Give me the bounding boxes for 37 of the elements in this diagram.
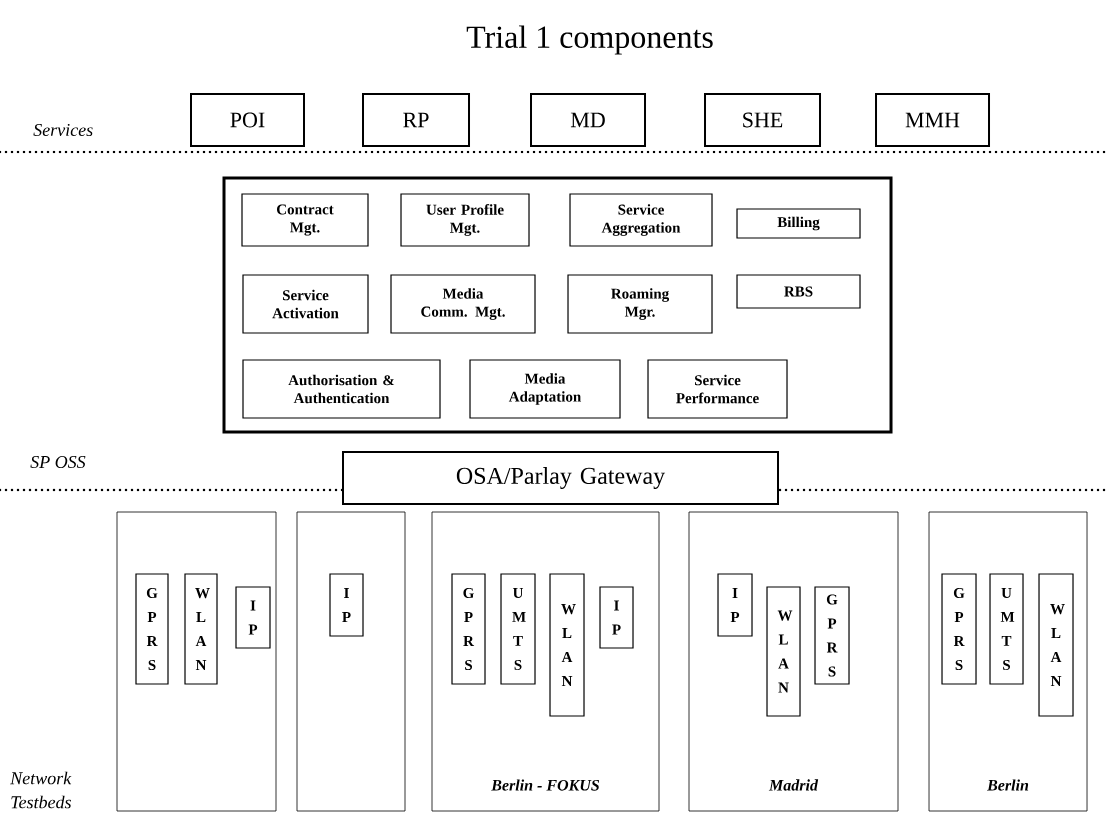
function-box: Media Comm. Mgt. <box>390 274 536 334</box>
function-box: Billing <box>736 208 861 239</box>
function-box: User Profile Mgt. <box>400 193 530 247</box>
section-label: Services <box>33 123 93 137</box>
technology-box: I P <box>235 586 271 649</box>
technology-box: W L A N <box>1038 573 1074 717</box>
service-box: SHE <box>704 93 821 147</box>
function-box: Service Aggregation <box>569 193 713 247</box>
technology-box: G P R S <box>941 573 977 685</box>
technology-box: U M T S <box>500 573 536 685</box>
gateway-box: OSA/Parlay Gateway <box>342 451 779 505</box>
function-box: Service Activation <box>242 274 369 334</box>
technology-box: I P <box>599 586 634 649</box>
function-box: Roaming Mgr. <box>567 274 713 334</box>
technology-box: G P R S <box>814 586 850 685</box>
technology-box: I P <box>329 573 364 637</box>
technology-box: W L A N <box>184 573 218 685</box>
technology-box: U M T S <box>989 573 1024 685</box>
function-box: RBS <box>736 274 861 309</box>
technology-box: W L A N <box>766 586 801 717</box>
technology-box: I P <box>717 573 753 637</box>
service-box: POI <box>190 93 305 147</box>
service-box: RP <box>362 93 470 147</box>
technology-box: W L A N <box>549 573 585 717</box>
function-box: Service Performance <box>647 359 788 419</box>
function-box: Authorisation & Authentication <box>242 359 441 419</box>
section-label: Network Testbeds <box>10 771 72 809</box>
title: Trial 1 components <box>466 25 713 55</box>
service-box: MMH <box>875 93 990 147</box>
technology-box: G P R S <box>451 573 486 685</box>
service-box: MD <box>530 93 646 147</box>
function-box: Media Adaptation <box>469 359 621 419</box>
section-label: SP OSS <box>30 455 86 469</box>
function-box: Contract Mgt. <box>241 193 369 247</box>
testbed-box <box>116 511 277 812</box>
technology-box: G P R S <box>135 573 169 685</box>
testbed-box <box>296 511 406 812</box>
